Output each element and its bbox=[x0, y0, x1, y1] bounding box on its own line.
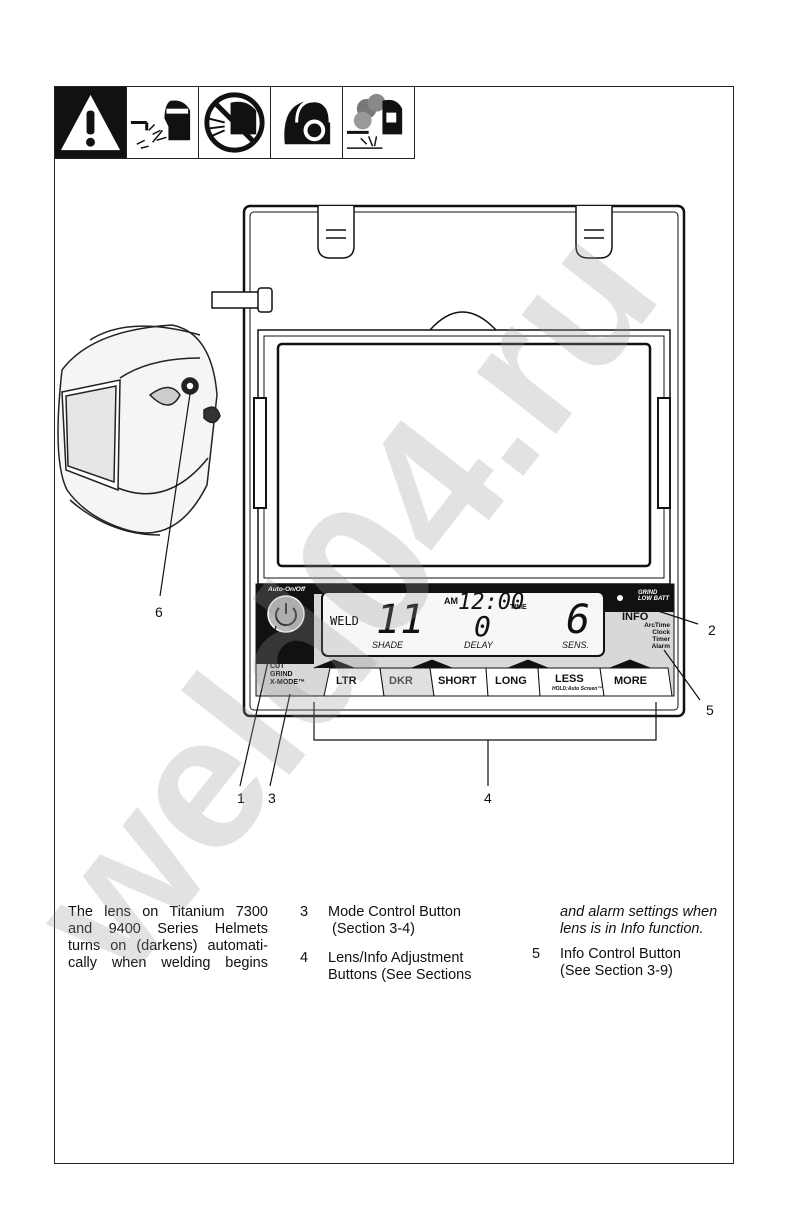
lcd-time-value: 12:00 bbox=[458, 590, 525, 615]
item-text: Mode Control Button bbox=[328, 904, 461, 920]
hearing-protection-icon bbox=[271, 87, 343, 159]
fumes-icon bbox=[343, 87, 415, 159]
callout-1: 1 bbox=[237, 790, 245, 806]
no-radiation-icon bbox=[199, 87, 271, 159]
callout-4-bracket bbox=[313, 702, 657, 786]
grind-indicator-label: GRIND bbox=[638, 590, 658, 596]
lcd-time-label: TIME bbox=[510, 604, 527, 611]
lcd-mode-value: WELD bbox=[330, 614, 359, 628]
mode-option-cut: CUT bbox=[270, 663, 285, 670]
lcd-sens-label: SENS. bbox=[562, 640, 590, 650]
auto-on-off-label: Auto-On/Off bbox=[268, 586, 306, 593]
callout-6: 6 bbox=[155, 604, 163, 620]
intro-line-2: and 9400 Series Helmets bbox=[68, 921, 268, 937]
item-text: Buttons (See Sections bbox=[328, 967, 472, 983]
mode-options-list: WELD CUT GRIND X-MODE™ bbox=[270, 655, 305, 687]
long-button[interactable]: LONG bbox=[495, 675, 527, 687]
ltr-button[interactable]: LTR bbox=[336, 675, 357, 687]
mode-option-grind: GRIND bbox=[270, 671, 293, 678]
power-button[interactable] bbox=[267, 595, 305, 633]
callout-4: 4 bbox=[484, 790, 492, 806]
list-item: 4 Lens/Info Adjustment Buttons (See Sect… bbox=[300, 950, 500, 984]
dkr-button[interactable]: DKR bbox=[389, 675, 413, 687]
item-number: 3 bbox=[300, 904, 309, 920]
helmet-icon bbox=[57, 324, 221, 536]
callout-2: 2 bbox=[708, 622, 716, 638]
item-number: 4 bbox=[300, 950, 309, 966]
item-text: (Section 3-4) bbox=[332, 921, 416, 937]
continued-text-line-1: and alarm settings when bbox=[560, 904, 718, 920]
lens-cartridge bbox=[211, 204, 686, 718]
callout-5: 5 bbox=[706, 702, 714, 718]
callout-leaders bbox=[159, 393, 701, 787]
item-number: 5 bbox=[532, 946, 541, 962]
warning-triangle-icon bbox=[55, 87, 127, 159]
grind-led-icon bbox=[617, 595, 623, 601]
info-options-list: ArcTime Clock Timer Alarm bbox=[640, 622, 670, 650]
info-option-alarm: Alarm bbox=[651, 643, 670, 650]
short-button[interactable]: SHORT bbox=[438, 675, 477, 687]
lcd-am: AM bbox=[444, 596, 458, 606]
intro-line-4: cally when welding begins bbox=[68, 955, 268, 971]
less-button-sublabel: HOLD:Auto Screen™ bbox=[552, 686, 603, 692]
info-option-clock: Clock bbox=[652, 629, 670, 636]
list-item: 3 Mode Control Button (Section 3-4) bbox=[300, 904, 500, 938]
info-button[interactable]: INFO bbox=[622, 611, 649, 623]
intro-line-3: turns on (darkens) automati- bbox=[68, 938, 268, 954]
intro-paragraph: The lens on Titanium 7300 and 9400 Serie… bbox=[68, 904, 268, 972]
mode-option-weld: WELD bbox=[270, 655, 291, 662]
page-frame bbox=[54, 86, 734, 1164]
lcd-shade-label: SHADE bbox=[372, 640, 404, 650]
lcd-delay-label: DELAY bbox=[464, 640, 493, 650]
lcd-sens-value: 6 bbox=[566, 597, 591, 643]
lens-assembly-illustration bbox=[57, 204, 701, 787]
parts-list-col3: and alarm settings when lens is in Info … bbox=[532, 904, 732, 992]
low-batt-label: LOW BATT bbox=[638, 596, 670, 602]
info-option-timer: Timer bbox=[652, 636, 670, 643]
list-item: 5 Info Control Button (See Section 3-9) bbox=[532, 946, 732, 980]
mode-option-xmode: X-MODE™ bbox=[270, 679, 305, 686]
item-text: (See Section 3-9) bbox=[560, 963, 673, 979]
parts-list-col2: 3 Mode Control Button (Section 3-4) 4 Le… bbox=[300, 904, 500, 996]
item-text: Info Control Button bbox=[560, 946, 681, 962]
item-text: Lens/Info Adjustment bbox=[328, 950, 464, 966]
less-button[interactable]: LESS bbox=[555, 673, 584, 685]
continued-text-line-2: lens is in Info function. bbox=[560, 921, 704, 937]
more-button[interactable]: MORE bbox=[614, 675, 647, 687]
grind-indicator: GRIND LOW BATT bbox=[638, 590, 669, 602]
info-option-arctime: ArcTime bbox=[644, 622, 670, 629]
safety-warning-row bbox=[55, 87, 415, 159]
callout-3: 3 bbox=[268, 790, 276, 806]
adjustment-button-row bbox=[313, 659, 673, 697]
intro-line-1: The lens on Titanium 7300 bbox=[68, 904, 268, 920]
mode-button[interactable]: MODE bbox=[266, 640, 305, 655]
welding-spark-icon bbox=[127, 87, 199, 159]
lcd-display bbox=[321, 591, 605, 657]
lcd-shade-value: 11 bbox=[376, 597, 425, 643]
lcd-delay-value: 0 bbox=[474, 610, 491, 643]
